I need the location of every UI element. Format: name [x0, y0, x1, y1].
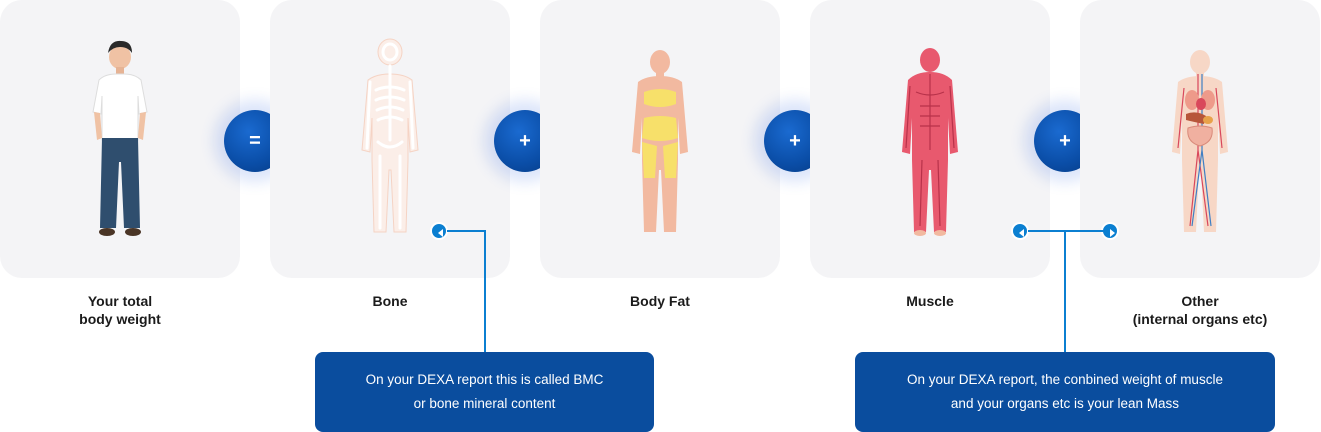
bmc-callout: On your DEXA report this is called BMC o…: [315, 352, 654, 432]
card-other-organs: [1080, 0, 1320, 278]
card-bone: [270, 0, 510, 278]
arrow-right-icon: [1110, 229, 1115, 237]
skeleton-icon: [361, 38, 419, 233]
lean-connector-vertical: [1064, 230, 1066, 352]
organs-icon: [1172, 50, 1228, 232]
label-muscle: Muscle: [906, 293, 954, 309]
bone-connector-horizontal: [447, 230, 485, 232]
muscle-icon: [902, 48, 958, 236]
man-icon: [92, 40, 148, 236]
card-total-body-weight: [0, 0, 240, 278]
label-bone: Bone: [372, 293, 408, 309]
operator-symbol: +: [519, 129, 531, 152]
bone-connector-vertical: [484, 230, 486, 352]
label-other: Other (internal organs etc): [1132, 293, 1268, 327]
body-fat-icon: [632, 50, 688, 232]
muscle-connector-dot: [1011, 222, 1029, 240]
card-body-fat: [540, 0, 780, 278]
operator-symbol: +: [1059, 129, 1071, 152]
label-total-body-weight: Your total body weight: [79, 293, 161, 327]
bone-connector-dot: [430, 222, 448, 240]
arrow-left-icon: [1019, 229, 1024, 237]
operator-symbol: +: [789, 129, 801, 152]
operator-symbol: =: [249, 129, 261, 152]
label-body-fat: Body Fat: [630, 293, 690, 309]
card-muscle: [810, 0, 1050, 278]
lean-mass-callout: On your DEXA report, the conbined weight…: [855, 352, 1275, 432]
arrow-left-icon: [438, 229, 443, 237]
lean-connector-horizontal: [1028, 230, 1110, 232]
